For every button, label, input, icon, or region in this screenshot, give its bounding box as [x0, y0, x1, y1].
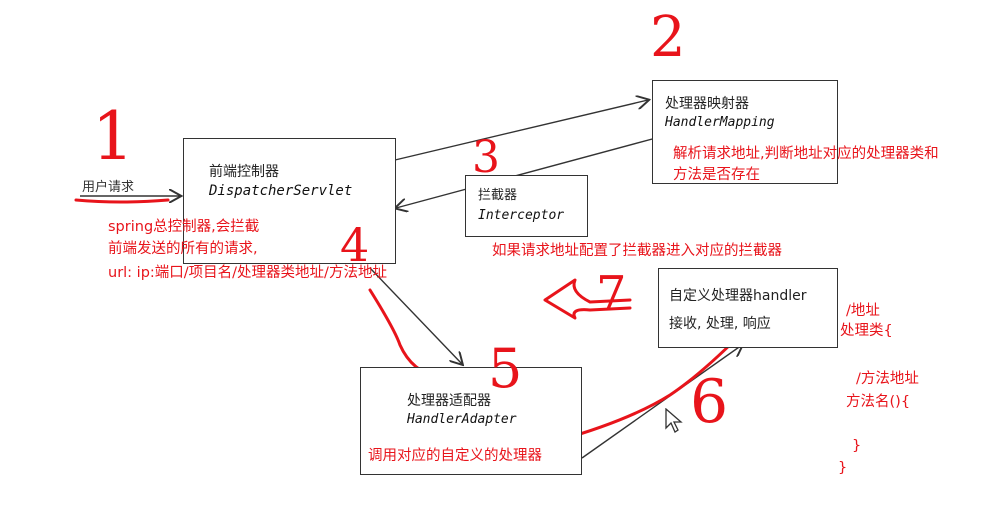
- interceptor-en-label: Interceptor: [478, 208, 565, 223]
- user-request-label: 用户请求: [82, 180, 135, 195]
- adapter-cn-label: 处理器适配器: [407, 393, 491, 409]
- handler-sub-label: 接收, 处理, 响应: [669, 316, 771, 332]
- step-number-3: 3: [472, 132, 500, 183]
- handler-cn-label: 自定义处理器handler: [669, 288, 807, 304]
- arrow-mapping-to-dispatcher: [396, 137, 657, 208]
- dispatcher-cn-label: 前端控制器: [209, 164, 279, 180]
- step-number-7: 7: [596, 266, 627, 322]
- code-note-line-5: }: [852, 438, 862, 454]
- interceptor-box: 拦截器 Interceptor: [465, 175, 588, 237]
- handler-mapping-box: 处理器映射器 HandlerMapping: [652, 80, 838, 184]
- handler-adapter-box: 处理器适配器 HandlerAdapter: [360, 367, 582, 475]
- red-arrow-step-7: [543, 278, 632, 320]
- red-stroke-step-4: [368, 288, 442, 380]
- dispatcher-note-line-3: url: ip:端口/项目名/处理器类地址/方法地址: [108, 265, 387, 281]
- adapter-note: 调用对应的自定义的处理器: [368, 448, 542, 464]
- mapping-note-line-2: 方法是否存在: [673, 167, 760, 183]
- step-number-2: 2: [650, 5, 686, 70]
- mapping-en-label: HandlerMapping: [665, 115, 775, 130]
- code-note-line-2: 处理类{: [840, 323, 893, 339]
- red-stroke-step-6: [558, 333, 742, 442]
- arrow-dispatcher-to-mapping: [394, 100, 648, 161]
- code-note-line-6: }: [838, 460, 848, 476]
- step-number-5: 5: [488, 337, 523, 400]
- dispatcher-en-label: DispatcherServlet: [209, 183, 353, 199]
- step-number-1: 1: [92, 98, 134, 175]
- mapping-cn-label: 处理器映射器: [665, 96, 749, 112]
- code-note-line-1: /地址: [846, 303, 880, 319]
- dispatcher-note-line-2: 前端发送的所有的请求,: [108, 241, 258, 257]
- mapping-note-line-1: 解析请求地址,判断地址对应的处理器类和: [673, 146, 939, 162]
- code-note-line-4: 方法名(){: [846, 394, 911, 410]
- dispatcher-note-line-1: spring总控制器,会拦截: [108, 219, 260, 235]
- adapter-en-label: HandlerAdapter: [407, 412, 517, 427]
- interceptor-note: 如果请求地址配置了拦截器进入对应的拦截器: [492, 243, 782, 259]
- step-number-6: 6: [690, 367, 729, 437]
- dispatcher-servlet-box: 前端控制器 DispatcherServlet: [183, 138, 396, 264]
- code-note-line-3: /方法地址: [856, 371, 919, 387]
- interceptor-cn-label: 拦截器: [478, 188, 518, 203]
- red-underline-user-request: [74, 198, 170, 204]
- custom-handler-box: 自定义处理器handler 接收, 处理, 响应: [658, 268, 838, 348]
- arrow-dispatcher-to-adapter: [369, 267, 462, 364]
- step-number-4: 4: [340, 218, 370, 272]
- mouse-cursor-icon: [665, 408, 683, 433]
